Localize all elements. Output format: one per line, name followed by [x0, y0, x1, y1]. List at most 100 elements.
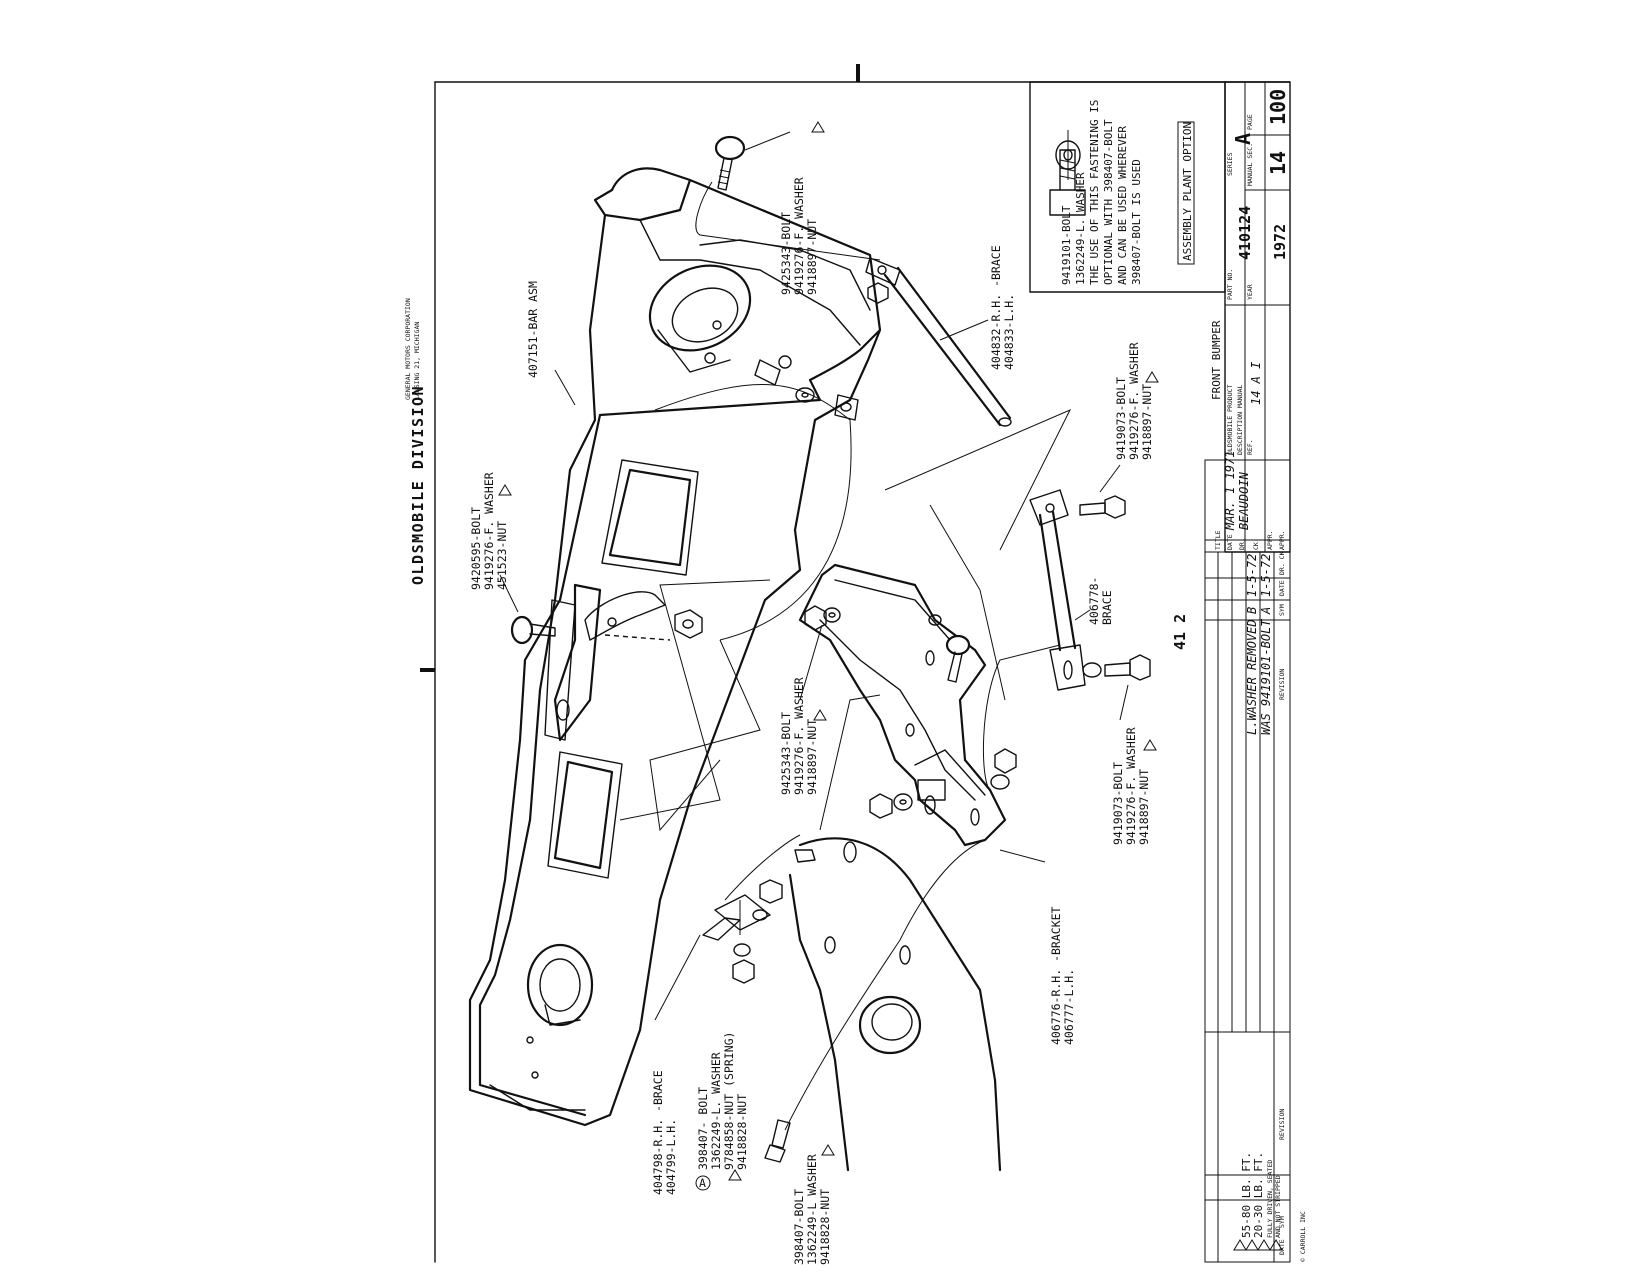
manual-label: DESCRIPTION MANUAL [1236, 384, 1244, 455]
inset-line: 1362249-L. WASHER [1074, 172, 1087, 285]
callout-bottom-bolt: 398407-BOLT 1362249-L WASHER 9418828-NUT [792, 1154, 832, 1265]
callout-bar-asm: 407151-BAR ASM [526, 281, 540, 378]
date-label: DATE [1226, 534, 1234, 550]
rev-sym-header: SYM [1278, 604, 1286, 616]
year-label: YEAR [1246, 284, 1254, 300]
callout-line: 406776-R.H. -BRACKET [1049, 906, 1063, 1045]
series-value: A [1231, 133, 1255, 145]
torque-legend: 55-80 LB. FT. 20-30 LB. FT. FULLY DRIVEN… [1233, 1152, 1283, 1251]
callout-line: 9784858-NUT (SPRING) [722, 1032, 736, 1170]
torque-markers [498, 121, 1159, 1181]
callout-line: 9418828-NUT [735, 1094, 749, 1170]
callout-circle-a: A 398407- BOLT 1362249-L. WASHER 9784858… [695, 1032, 749, 1191]
rev-text: WAS 9419101-BOLT [1259, 619, 1273, 735]
rev-date: 1-5-72 [1259, 554, 1273, 597]
series-label: SERIES [1226, 152, 1234, 176]
rev-date-header: DATE [1278, 580, 1286, 596]
callout-line: 404798-R.H. -BRACE [651, 1070, 665, 1195]
circle-a-marker: A [699, 1176, 706, 1190]
callout-line: 406778- [1087, 577, 1101, 625]
callout-line: 9419073-BOLT [1111, 762, 1125, 845]
callout-line: 9418897-NUT [1140, 384, 1154, 460]
appr-label: APPR. [1266, 530, 1274, 550]
callout-line: 1362249-L. WASHER [709, 1052, 723, 1170]
callout-line: 1362249-L WASHER [805, 1154, 819, 1265]
appr-label-2: APPR. [1278, 530, 1286, 550]
callout-line: 404799-L.H. [664, 1119, 678, 1195]
callout-line: 406777-L.H. [1062, 969, 1076, 1045]
inset-line: OPTIONAL WITH 398407-BOLT [1102, 119, 1115, 285]
location-text: LANSING 21, MICHIGAN [413, 322, 421, 400]
rev-drck-header: DR. CK. [1278, 548, 1286, 575]
callout-line: 9419276-F. WASHER [1127, 342, 1141, 460]
left-bolt-icon [510, 591, 703, 645]
callout-top-bolt: 9425343-BOLT 9419276-F. WASHER 9418897-N… [779, 177, 819, 295]
division-title: OLDSMOBILE DIVISION [409, 385, 427, 585]
ck-label: CK. [1252, 538, 1260, 550]
center-number: 41 2 [1171, 614, 1189, 650]
inset-note: 9419101-BOLT 1362249-L. WASHER THE USE O… [1029, 81, 1226, 293]
rev-text-header: REVISION [1278, 669, 1286, 700]
torque-line: FULLY DRIVEN, SEATED [1266, 1160, 1274, 1238]
callout-line: 404833-L.H. [1002, 294, 1016, 370]
callout-line: 9425343-BOLT [779, 212, 793, 295]
manual-sec-value: 14 [1266, 151, 1290, 175]
ref-label: REF. [1246, 439, 1254, 455]
dr-value: BEAUDOIN [1237, 471, 1251, 530]
title-label: TITLE [1214, 530, 1222, 550]
revision-row: 1-5-72 A WAS 9419101-BOLT [1259, 554, 1273, 735]
lower-brace-shape [702, 837, 1002, 1172]
inset-line: 398407-BOLT IS USED [1130, 159, 1143, 285]
dr-label: DR. [1238, 538, 1246, 550]
lower-sym-header: SYM [1278, 1216, 1286, 1228]
part-no-value: 410124 [1236, 206, 1254, 260]
revision-row: 1-5-72 B L.WASHER REMOVED [1245, 554, 1259, 735]
footer-credit: © CARROLL INC [1299, 1211, 1307, 1262]
rev-sym: B [1245, 607, 1259, 614]
callout-lower-brace: 404798-R.H. -BRACE 404799-L.H. [651, 1070, 678, 1195]
header-block: OLDSMOBILE DIVISION GENERAL MOTORS CORPO… [404, 298, 427, 585]
page-value: 100 [1266, 89, 1290, 125]
page-label: PAGE [1246, 114, 1254, 130]
callout-line: 9419073-BOLT [1114, 377, 1128, 460]
callout-left-bolt: 9420595-BOLT 9419276-F. WASHER 451523-NU… [469, 472, 509, 590]
corporation-text: GENERAL MOTORS CORPORATION [404, 298, 412, 400]
lower-rev-header: REVISION [1278, 1109, 1286, 1140]
rev-sym: A [1259, 607, 1273, 615]
part-no-label: PART NO. [1226, 269, 1234, 300]
title-block: SERIES A PART NO. 410124 PAGE 100 MANUAL… [1204, 81, 1291, 1263]
callout-line: 404832-R.H. -BRACE [989, 245, 1003, 370]
center-brace-rod [1029, 489, 1151, 691]
torque-line: 55-80 LB. FT. [1240, 1152, 1253, 1238]
rev-date: 1-5-72 [1245, 554, 1259, 597]
callout-line: 407151-BAR ASM [526, 281, 540, 378]
callout-center-bolt: 9425343-BOLT 9419276-F. WASHER 9418897-N… [779, 677, 819, 795]
title-value: FRONT BUMPER [1210, 320, 1223, 400]
callout-rh-brace: 404832-R.H. -BRACE 404833-L.H. [989, 245, 1016, 370]
callout-right-bolt-upper: 9419073-BOLT 9419276-F. WASHER 9418897-N… [1114, 342, 1154, 460]
leader-lines [499, 131, 1129, 1131]
callout-line: 398407- BOLT [696, 1087, 710, 1170]
inset-line: AND CAN BE USED WHEREVER [1116, 126, 1129, 285]
inset-line: 9419101-BOLT [1060, 205, 1073, 285]
callout-line: 9420595-BOLT [469, 507, 483, 590]
callout-line: 9419276-F. WASHER [482, 472, 496, 590]
manual-sec-label: MANUAL SEC. [1246, 143, 1254, 186]
rh-brace-rod [865, 257, 1012, 427]
torque-line: AND NOT STRIPPED [1274, 1175, 1282, 1238]
callout-line: BRACE [1100, 590, 1114, 625]
callout-bracket: 406776-R.H. -BRACKET 406777-L.H. [1049, 906, 1076, 1045]
callout-line: 9419276-F. WASHER [1124, 727, 1138, 845]
callout-labels: 9425343-BOLT 9419276-F. WASHER 9418897-N… [469, 177, 1154, 1265]
callout-line: 9418897-NUT [1137, 769, 1151, 845]
bumper-bar-shape [468, 167, 882, 1127]
callout-line: 9419276-F. WASHER [792, 677, 806, 795]
top-bolt-icon [714, 135, 746, 191]
callout-line: 451523-NUT [495, 521, 509, 590]
callout-center-brace: 406778- BRACE [1087, 577, 1114, 625]
callout-line: 9418897-NUT [805, 219, 819, 295]
rev-text: L.WASHER REMOVED [1245, 619, 1259, 735]
callout-right-bolt-lower: 9419073-BOLT 9419276-F. WASHER 9418897-N… [1111, 727, 1151, 845]
ref-value: 14 A I [1249, 362, 1263, 405]
